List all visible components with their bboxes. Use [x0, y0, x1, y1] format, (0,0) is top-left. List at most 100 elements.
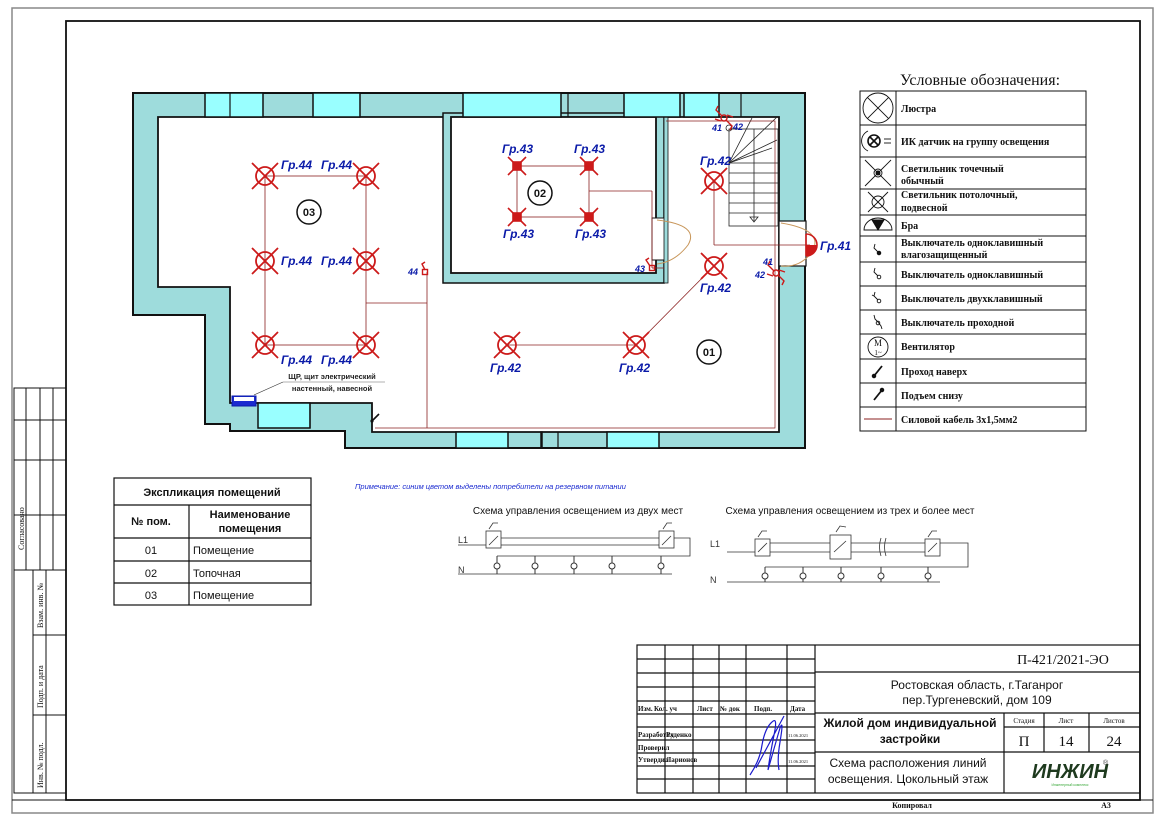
tb-sheet-title-line2: освещения. Цокольный этаж	[828, 772, 988, 786]
tb-sheets-label: Листов	[1103, 717, 1125, 725]
windows-bottom	[257, 402, 660, 449]
group-label: Гр.44	[321, 158, 352, 172]
legend-item-label: Бра	[901, 221, 918, 232]
scheme-three-places	[727, 525, 969, 583]
legend-title: Условные обозначения:	[900, 72, 1060, 89]
group-label: Гр.41	[820, 239, 851, 253]
switch-icon	[645, 257, 656, 272]
legend-item-label: влагозащищенный	[901, 250, 988, 261]
legend-item-label: ИК датчик на группу освещения	[901, 137, 1050, 148]
tb-hdr-kol: Кол. уч	[654, 705, 677, 713]
tb-role-dev: Разработал	[638, 731, 674, 739]
tb-hdr-izm: Изм.	[638, 705, 653, 713]
room-02-floor	[450, 116, 657, 274]
wall-lamp-icon	[863, 217, 893, 231]
switch-passthrough-icon	[766, 260, 786, 286]
ir-sensor-icon	[861, 130, 891, 152]
legend-item-label: Вентилятор	[901, 342, 955, 353]
group-label: Гр.44	[281, 254, 312, 268]
legend-item-label: подвесной	[901, 203, 948, 214]
explication-col-num: № пом.	[131, 516, 171, 528]
switch-label: 43	[634, 264, 645, 274]
side-stamp-agreed: Согласовано	[17, 507, 26, 550]
chandelier-icon	[352, 162, 380, 190]
company-logo: ИНЖИН	[1032, 761, 1109, 783]
group-label: Гр.43	[574, 142, 605, 156]
chandelier-icon	[700, 167, 728, 195]
fan-icon-text-top: M	[874, 338, 882, 348]
legend-item-label: Силовой кабель 3х1,5мм2	[901, 415, 1017, 426]
wall-lamp-icon	[805, 233, 818, 257]
group-label: Гр.43	[502, 142, 533, 156]
tb-copied: Копировал	[892, 801, 932, 810]
chandelier-icon	[700, 252, 728, 280]
side-stamp-inv-orig: Инв. № подл.	[36, 742, 45, 788]
switch-waterproof-icon	[873, 243, 882, 256]
panel-label-line2: настенный, навесной	[292, 384, 373, 393]
riser-down-icon	[371, 413, 380, 422]
spot-lights	[507, 156, 599, 227]
legend-item-label: Выключатель одноклавишный	[901, 238, 1043, 249]
tb-name-dev: Руденко	[666, 731, 692, 739]
tb-address-line2: пер.Тургеневский, дом 109	[902, 693, 1052, 707]
scheme-two-n-label: N	[458, 565, 465, 575]
tb-name-approve: Ларионов	[666, 756, 698, 764]
switch-single-icon	[873, 267, 882, 280]
ceiling-light-icon	[867, 191, 889, 213]
floor-plan	[132, 92, 818, 449]
scheme-two-l1-label: L1	[458, 535, 468, 545]
chandelier-icon	[251, 162, 279, 190]
explication-title: Экспликация помещений	[143, 487, 280, 499]
scheme-two-places	[458, 522, 691, 575]
tb-object-line1: Жилой дом индивидуальной	[822, 716, 996, 730]
switch-icon	[421, 261, 429, 276]
tb-object-line2: застройки	[880, 732, 940, 746]
chandelier-icon	[622, 331, 650, 359]
legend-item-label: Выключатель одноклавишный	[901, 270, 1043, 281]
switch-label: 44	[407, 267, 418, 277]
tb-role-check: Проверил	[638, 744, 669, 752]
side-stamp-sign-date: Подп. и дата	[36, 665, 45, 708]
legend-item-label: Светильник точечный	[901, 164, 1004, 175]
switch-label: 41	[711, 123, 722, 133]
tb-hdr-ndok: № док	[719, 705, 741, 713]
chandelier-icon	[493, 331, 521, 359]
riser-down-icon	[873, 387, 885, 401]
explication-row-name: Топочная	[193, 568, 241, 580]
tb-sheet: 14	[1059, 734, 1075, 750]
room-label-02: 02	[534, 188, 546, 200]
legend-item-label: Проход наверх	[901, 367, 967, 378]
tb-sheet-label: Лист	[1059, 717, 1074, 725]
switch-label: 42	[754, 270, 765, 280]
tb-role-approve: Утвердил	[638, 756, 669, 764]
legend-item-label: Светильник потолочный,	[901, 190, 1018, 201]
tb-stage-label: Стадия	[1013, 717, 1035, 725]
title-block	[636, 644, 1141, 794]
signature	[749, 715, 785, 776]
legend-item-label: обычный	[901, 176, 944, 187]
room-markers	[296, 180, 722, 365]
group-label: Гр.42	[700, 281, 731, 295]
switch-passthrough-icon	[714, 105, 734, 131]
legend-item-label: Выключатель проходной	[901, 318, 1014, 329]
room-label-01: 01	[703, 347, 715, 359]
explication-col-name: Наименование	[210, 509, 291, 521]
tb-hdr-list: Лист	[697, 705, 713, 713]
legend-item-label: Выключатель двухклавишный	[901, 294, 1043, 305]
switch-label: 41	[762, 257, 773, 267]
explication-table	[113, 477, 312, 606]
group-label: Гр.44	[321, 254, 352, 268]
logo-subtitle: Инженерный комплекс	[1051, 783, 1088, 787]
room-02-door-swing	[656, 219, 692, 265]
spot-light-icon	[579, 207, 599, 227]
chandelier-icon	[352, 331, 380, 359]
spot-light-icon	[507, 207, 527, 227]
group-label: Гр.44	[321, 353, 352, 367]
scheme-three-l1-label: L1	[710, 539, 720, 549]
switch-label: 42	[732, 122, 743, 132]
explication-row-num: 02	[145, 568, 157, 580]
explication-row-num: 03	[145, 590, 157, 602]
switch-passthrough-icon	[873, 314, 883, 330]
room-label-03: 03	[303, 207, 315, 219]
